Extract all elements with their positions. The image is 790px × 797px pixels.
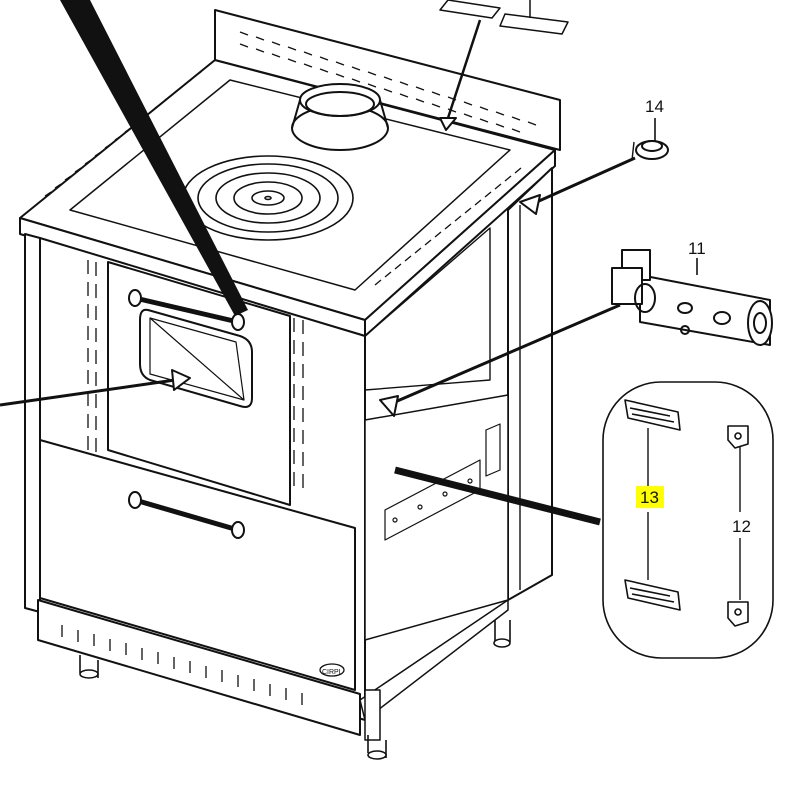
callout-13-highlight — [636, 486, 664, 508]
callout-13: 13 — [640, 488, 659, 507]
callout-12: 12 — [732, 517, 751, 536]
oven-drawer — [39, 439, 356, 691]
fire-door — [107, 261, 291, 506]
part-14-thermostat — [631, 118, 669, 161]
cooktop — [19, 0, 569, 337]
rim-vents-front — [374, 167, 522, 286]
feet — [79, 620, 511, 760]
callout-11: 11 — [688, 239, 706, 258]
front-vents — [87, 260, 304, 488]
part-13-clips — [624, 399, 681, 611]
splash-vents — [239, 31, 537, 133]
leader-lines — [0, 0, 636, 526]
callout-14: 14 — [645, 97, 664, 116]
detail-inset — [602, 381, 774, 659]
part-12-bracket — [727, 425, 749, 627]
flue-collar — [291, 83, 389, 151]
part-11-fan-assembly — [611, 249, 773, 346]
plinth: CIRPL — [37, 599, 361, 736]
brand-mark: CIRPL — [322, 669, 343, 676]
stove-body: CIRPL — [24, 167, 553, 760]
